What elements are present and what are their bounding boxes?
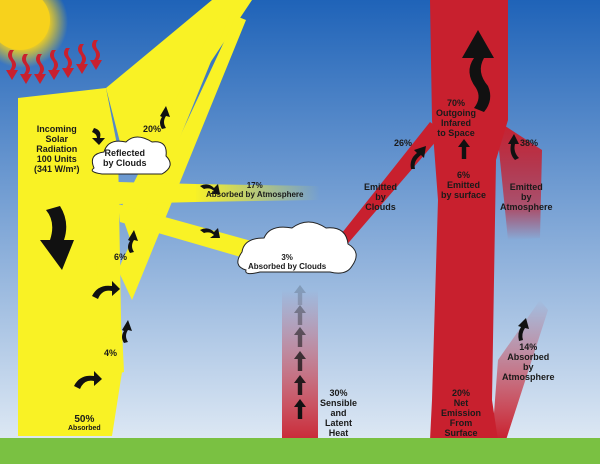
emitted-clouds-label: Emitted by Clouds (364, 182, 397, 212)
emitted-clouds-line-2: by (375, 192, 386, 203)
ir-small-arrows (294, 134, 529, 419)
net-emission-line-3: From (449, 418, 473, 429)
emitted-atmosphere-percent: 38% (520, 138, 539, 148)
incoming-line-4: 100 Units (36, 154, 77, 165)
sun-icon (0, 0, 50, 50)
net-emission-line-2: Emission (441, 408, 482, 419)
emitted-clouds-percent: 26% (394, 138, 413, 148)
emitted-clouds-line-1: Emitted (364, 182, 398, 192)
incoming-line-2: Solar (45, 134, 69, 145)
absorbed-ir-label: 14% Absorbed by Atmosphere (502, 342, 555, 382)
emitted-surface-line-1: Emitted (447, 180, 481, 191)
absorbed-clouds-text: Absorbed by Clouds (248, 261, 327, 271)
reflected-percent: 20% (143, 124, 162, 134)
emitted-atmosphere-line-2: by (521, 192, 532, 203)
solar-small-arrows (74, 106, 220, 389)
sensible-latent-percent: 30% (329, 388, 348, 398)
reflected-clouds-label: Reflected by Clouds (103, 148, 147, 168)
emitted-surface-percent: 6% (457, 170, 471, 180)
incoming-solar-label: Incoming Solar Radiation 100 Units (341 … (34, 124, 80, 174)
absorbed-ir-line-1: Absorbed (507, 352, 550, 363)
cloud-emit-arrow-icon (410, 146, 426, 169)
six-percent-arrow-icon (128, 230, 138, 253)
solar-cloud-band (118, 204, 262, 262)
atmosphere-emit-arrow-icon (508, 134, 519, 160)
absorbed-atmosphere-percent: 17% (246, 181, 263, 190)
incoming-line-5: (341 W/m²) (34, 164, 80, 175)
emitted-atmosphere-label: Emitted by Atmosphere (500, 182, 553, 212)
absorbed-clouds-label: 3% Absorbed by Clouds (248, 253, 327, 272)
absorbed-atmosphere-label: 17% Absorbed by Atmosphere (206, 181, 304, 200)
surface-bounce-arrow-1-icon (92, 281, 120, 299)
absorbed-surface-label: 50% Absorbed (68, 414, 101, 433)
four-percent-arrow-icon (122, 320, 132, 343)
ir-atmosphere-emission (496, 120, 542, 240)
absorbed-ir-percent: 14% (519, 342, 538, 352)
incoming-curve-arrow-icon (92, 128, 105, 145)
incoming-ray-arrows (6, 40, 102, 84)
absorbed-surface-text: Absorbed (68, 425, 101, 433)
absorbed-ir-line-3: Atmosphere (502, 372, 555, 383)
absorbed-clouds-percent: 3% (281, 253, 293, 262)
absorbed-ir-line-2: by (523, 362, 534, 373)
six-percent-label: 6% (114, 252, 128, 262)
solar-atmosphere-band (118, 182, 196, 204)
absorbed-surface-percent: 50% (74, 414, 95, 425)
big-down-arrow-icon (40, 206, 74, 270)
sensible-line-2: and (330, 408, 347, 419)
big-up-arrow-icon (462, 30, 494, 112)
absorbing-cloud-icon (237, 221, 357, 275)
four-percent-label: 4% (104, 348, 118, 358)
ir-main-column (430, 0, 508, 440)
infrared-flows (330, 0, 508, 440)
ir-absorbed-band (492, 300, 548, 440)
outgoing-line-1: Outgoing (436, 108, 476, 119)
emitted-clouds-line-3: Clouds (365, 202, 396, 213)
outgoing-line-2: Infared (440, 118, 471, 129)
cloud-absorb-arrow-icon (200, 228, 220, 238)
reflected-line-1: Reflected (104, 148, 146, 158)
outgoing-line-3: to Space (437, 128, 475, 139)
surface-bounce-arrow-2-icon (74, 371, 102, 389)
net-emission-line-1: Net (453, 398, 469, 409)
incoming-line-1: Incoming (36, 124, 77, 134)
sensible-line-3: Latent (325, 418, 352, 429)
sensible-line-4: Heat (328, 428, 349, 439)
absorbed-atmosphere-text: Absorbed by Atmosphere (206, 189, 304, 199)
reflected-line-2: by Clouds (103, 158, 147, 169)
ir-cloud-band (330, 122, 444, 248)
sensible-latent-label: 30% Sensible and Latent Heat (320, 388, 357, 438)
solar-flows (18, 0, 262, 436)
emitted-atmosphere-line-3: Atmosphere (500, 202, 553, 213)
emitted-atmosphere-line-1: Emitted (509, 182, 543, 192)
sensible-line-1: Sensible (320, 398, 358, 409)
outgoing-label: 70% Outgoing Infared to Space (436, 98, 476, 138)
atm-absorb-arrow-icon (200, 184, 220, 194)
ground (0, 438, 600, 464)
net-emission-label: 20% Net Emission From Surface (441, 388, 481, 438)
net-emission-percent: 20% (452, 388, 471, 398)
incoming-line-3: Radiation (36, 144, 78, 155)
emitted-surface-label: 6% Emitted by surface (441, 170, 486, 200)
solar-atmosphere-fade (194, 184, 320, 202)
reflect-20-arrow-icon (160, 106, 170, 129)
absorbed-ir-arrow-icon (518, 318, 529, 341)
solar-step-2 (100, 330, 124, 378)
outgoing-percent: 70% (446, 98, 465, 108)
emitted-surface-line-2: by surface (441, 190, 487, 201)
net-emission-line-4: Surface (444, 428, 478, 439)
solar-incoming-column (18, 88, 122, 436)
reflected-cloud-icon (91, 136, 171, 175)
